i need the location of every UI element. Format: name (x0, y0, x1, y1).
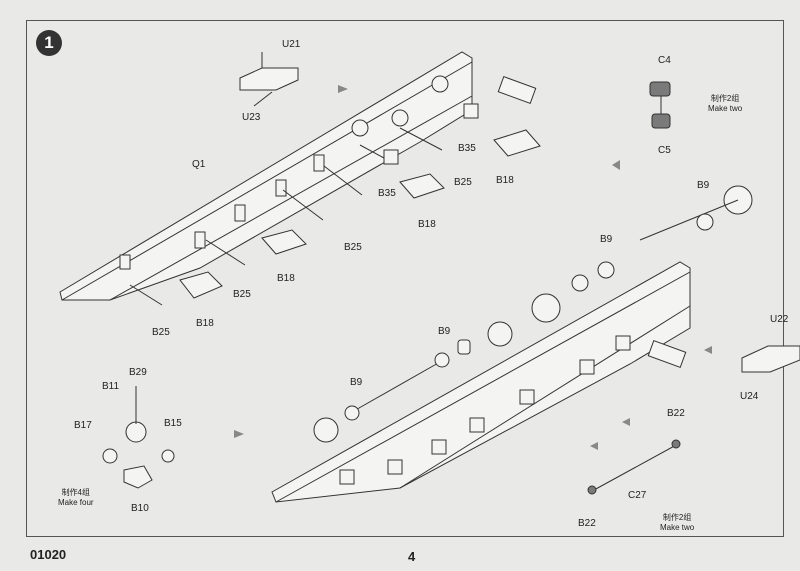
label-b25-a: B25 (454, 177, 472, 188)
label-b9-a: B9 (697, 180, 710, 191)
page-number: 4 (408, 549, 416, 564)
label-u23: U23 (242, 112, 261, 123)
label-q1: Q1 (192, 159, 206, 170)
label-b18-a: B18 (496, 175, 514, 186)
label-b22-b: B22 (578, 518, 596, 529)
label-c5: C5 (658, 145, 671, 156)
step-number-badge: 1 (36, 30, 62, 56)
label-c27: C27 (628, 490, 647, 501)
sprocket-subassembly-b10 (102, 386, 175, 489)
label-b17: B17 (74, 420, 92, 431)
track-rod-c27 (587, 439, 681, 495)
lower-idler-group (313, 321, 513, 443)
lower-suspension-arms (339, 335, 631, 485)
label-b35-b: B35 (378, 188, 396, 199)
label-b22-a: B22 (667, 408, 685, 419)
idler-wheel-group (531, 185, 753, 323)
label-b29: B29 (129, 367, 147, 378)
product-code: 01020 (30, 547, 67, 562)
label-c4: C4 (658, 55, 671, 66)
part-u21-u23 (239, 52, 299, 107)
note-make-two-top: 制作2组 Make two (708, 94, 743, 113)
label-b18-d: B18 (196, 318, 214, 329)
upper-suspension-arms (119, 75, 449, 270)
label-b9-c: B9 (438, 326, 451, 337)
part-c4-c5 (649, 81, 671, 129)
label-b25-d: B25 (152, 327, 170, 338)
note-make-four: 制作4组 Make four (58, 488, 94, 507)
lower-hull-side-panel (271, 261, 691, 503)
label-b9-b: B9 (600, 234, 613, 245)
bump-stops-b18-upper (179, 129, 541, 299)
label-u24: U24 (740, 391, 759, 402)
label-b11: B11 (102, 381, 120, 392)
label-b18-b: B18 (418, 219, 436, 230)
page-frame (26, 20, 784, 537)
label-b15: B15 (164, 418, 182, 429)
label-b9-d: B9 (350, 377, 363, 388)
axles-b25-upper (129, 127, 443, 306)
arms-b35 (383, 103, 479, 165)
label-u21: U21 (282, 39, 301, 50)
note-make-two-bottom: 制作2组 Make two (660, 513, 695, 532)
label-b25-c: B25 (233, 289, 251, 300)
label-b35-a: B35 (458, 143, 476, 154)
direction-arrows (234, 85, 712, 450)
label-b25-b: B25 (344, 242, 362, 253)
label-b10: B10 (131, 503, 149, 514)
part-block-lower-right (647, 340, 687, 368)
part-block-top-right (497, 76, 537, 104)
label-u22: U22 (770, 314, 789, 325)
part-u22-u24 (741, 345, 800, 373)
label-b18-c: B18 (277, 273, 295, 284)
